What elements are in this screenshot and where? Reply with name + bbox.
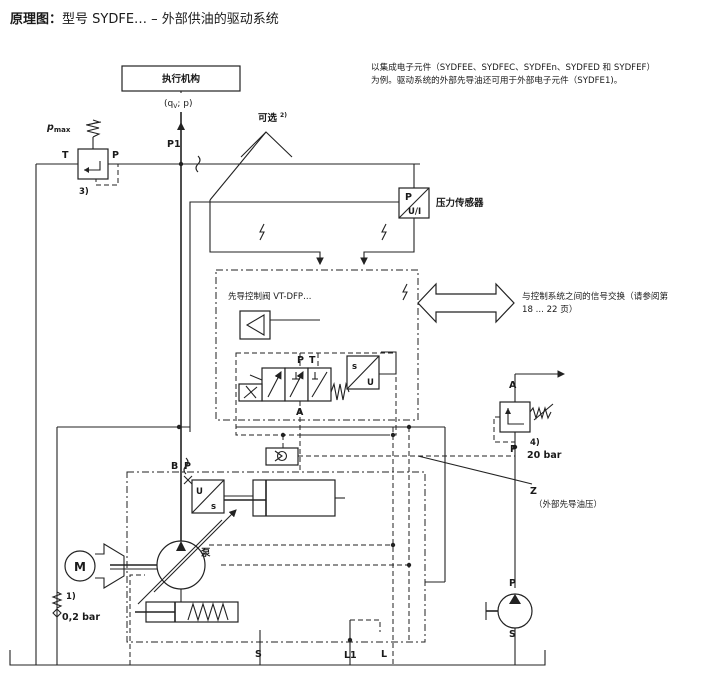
proportional-valve: P T A s U [235, 351, 397, 436]
signal-note-line1: 与控制系统之间的信号交换（请参阅第 [522, 292, 669, 302]
z-label: Z [530, 486, 537, 497]
main-pressure-line: P1 [107, 112, 420, 553]
bar-20-label: 20 bar [527, 450, 562, 461]
bar-02-label: 0,2 bar [62, 612, 100, 623]
z-note: （外部先导油压） [534, 499, 602, 510]
port-p-pilot-label: P [509, 578, 516, 589]
port-l-label: L [381, 649, 387, 660]
external-pilot-line: Z （外部先导油压） [417, 455, 602, 510]
signal-lines [189, 200, 399, 432]
sensor-ui-label: U/I [408, 207, 421, 217]
motor-label: M [74, 560, 86, 574]
ref-3-label: 3) [79, 187, 89, 197]
pmax-label: pmax [46, 122, 71, 134]
pump-enclosure: B P [126, 457, 426, 643]
external-pilot-pump: A 4) P 20 bar P S [485, 370, 566, 665]
page-title: 原理图：型号 SYDFE… – 外部供油的驱动系统 [10, 8, 279, 27]
check-valve [265, 447, 418, 466]
actuator-label: 执行机构 [162, 73, 201, 85]
pressure-sensor: P U/I 压力传感器 [360, 164, 484, 266]
amplifier-block [239, 310, 320, 340]
port-p-ext-label: P [510, 444, 517, 455]
port-s-pilot-label: S [509, 629, 516, 640]
port-t-label: T [62, 150, 69, 161]
signal-note: 与控制系统之间的信号交换（请参阅第 18 ... 22 页） [522, 291, 668, 317]
us-u-label: U [196, 487, 203, 497]
ref-4-label: 4) [530, 438, 540, 448]
variable-pump: 泵 [110, 509, 237, 605]
position-sensor: U s [191, 479, 253, 514]
case-check-valve: 1) 0,2 bar [51, 591, 100, 623]
valve-t-label: T [309, 355, 316, 366]
sol-u-label: U [367, 378, 374, 388]
ref-1-label: 1) [66, 592, 76, 602]
port-p-relief-label: P [112, 150, 119, 161]
port-b-label: B [171, 461, 178, 472]
top-note: 以集成电子元件（SYDFEE、SYDFEC、SYDFEn、SYDFED 和 SY… [371, 62, 655, 88]
signal-note-line2: 18 ... 22 页） [522, 305, 578, 315]
pump-internal-lines [129, 424, 446, 665]
us-s-label: s [211, 502, 216, 512]
port-a-ext-label: A [509, 380, 517, 391]
port-p1-label: P1 [167, 139, 181, 150]
tank [9, 650, 546, 666]
sol-s-label: s [352, 362, 357, 372]
pressure-sensor-label: 压力传感器 [436, 197, 484, 209]
electric-motor: M [64, 543, 125, 589]
port-p-pump-label: P [184, 461, 191, 472]
valve-p-label: P [297, 355, 304, 366]
return-cylinder [135, 601, 239, 623]
title-prefix: 原理图： [10, 12, 63, 27]
top-note-line1: 以集成电子元件（SYDFEE、SYDFEC、SYDFEn、SYDFED 和 SY… [371, 63, 656, 73]
flow-label: (qV; p) [164, 99, 192, 110]
pressure-relief-valve: pmax T P 3) [35, 119, 119, 665]
actuator-block: 执行机构 (qV; p) [121, 65, 241, 110]
pump-label: 泵 [200, 548, 211, 559]
signal-exchange-arrow [417, 282, 515, 324]
title-text: 型号 SYDFE… – 外部供油的驱动系统 [62, 12, 279, 27]
port-s-label: S [255, 649, 262, 660]
actuating-cylinder [224, 479, 345, 517]
pilot-valve-enclosure: 先导控制阀 VT-DFP… [215, 269, 419, 421]
sensor-p-label: P [405, 192, 412, 203]
pilot-internal-lines [56, 353, 445, 665]
port-l1-label: L1 [344, 650, 357, 661]
pilot-valve-label: 先导控制阀 VT-DFP… [228, 291, 312, 302]
top-note-line2: 为例。驱动系统的外部先导油还可用于外部电子元件（SYDFE1)。 [371, 76, 623, 86]
